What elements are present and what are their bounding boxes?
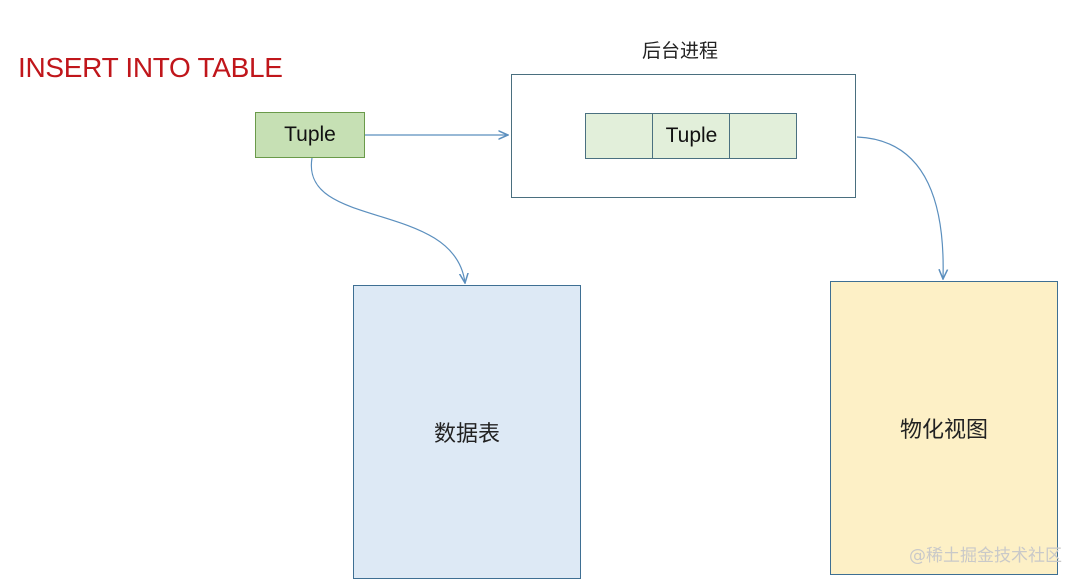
- background-process-label: 后台进程: [641, 40, 718, 62]
- watermark: @稀土掘金技术社区: [909, 546, 1062, 566]
- queue-cell-2-label: Tuple: [665, 124, 718, 147]
- source-tuple-label: Tuple: [284, 123, 336, 146]
- arrow-process-to-view: [856, 136, 943, 279]
- diagram-title: INSERT INTO TABLE: [18, 52, 283, 83]
- data-table-box: 数据表: [353, 285, 581, 579]
- queue-cell-2: Tuple: [652, 113, 731, 159]
- materialized-view-label: 物化视图: [899, 418, 988, 443]
- source-tuple-box: Tuple: [255, 112, 365, 158]
- data-table-label: 数据表: [433, 422, 500, 447]
- materialized-view-box: 物化视图: [830, 281, 1058, 575]
- queue-cell-1: [585, 113, 654, 159]
- queue-cell-3: [729, 113, 797, 159]
- arrow-tuple-to-table: [310, 157, 465, 283]
